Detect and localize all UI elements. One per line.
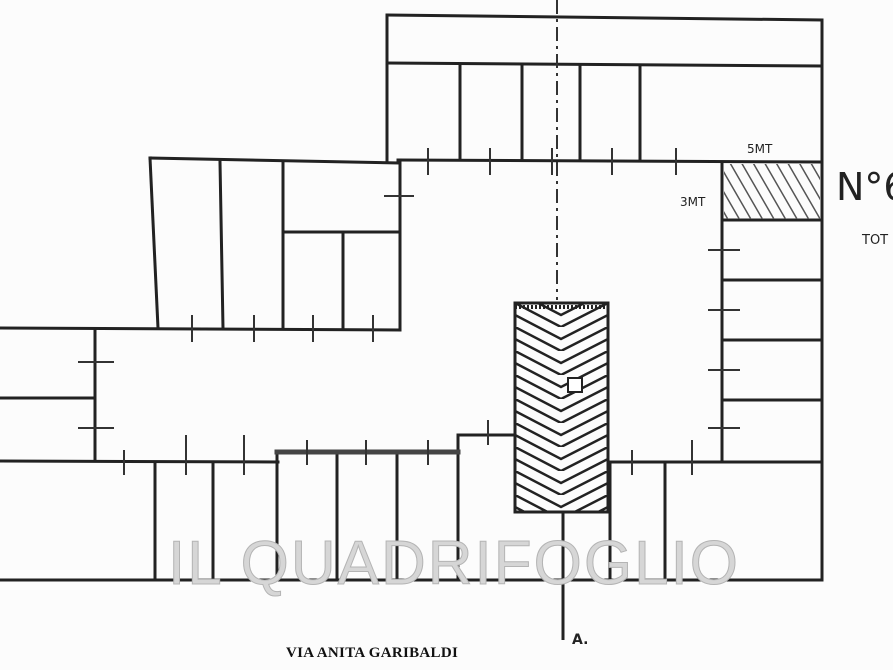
section-marker-label: A. xyxy=(572,632,589,648)
central-core xyxy=(513,301,610,514)
watermark: IL QUADRIFOGLIO xyxy=(167,529,741,599)
dimension-width-label: 5MT xyxy=(747,142,773,156)
parking-ticks xyxy=(78,148,740,475)
section-axis xyxy=(556,0,565,640)
dimension-height-label: 3MT xyxy=(680,195,706,209)
hatched-parking-lot xyxy=(724,164,820,219)
street-name-label: VIA ANITA GARIBALDI xyxy=(286,645,459,661)
walls xyxy=(0,13,824,582)
lot-number-label: N°6 xyxy=(836,165,893,209)
lot-note-label: TOT xyxy=(862,233,889,248)
